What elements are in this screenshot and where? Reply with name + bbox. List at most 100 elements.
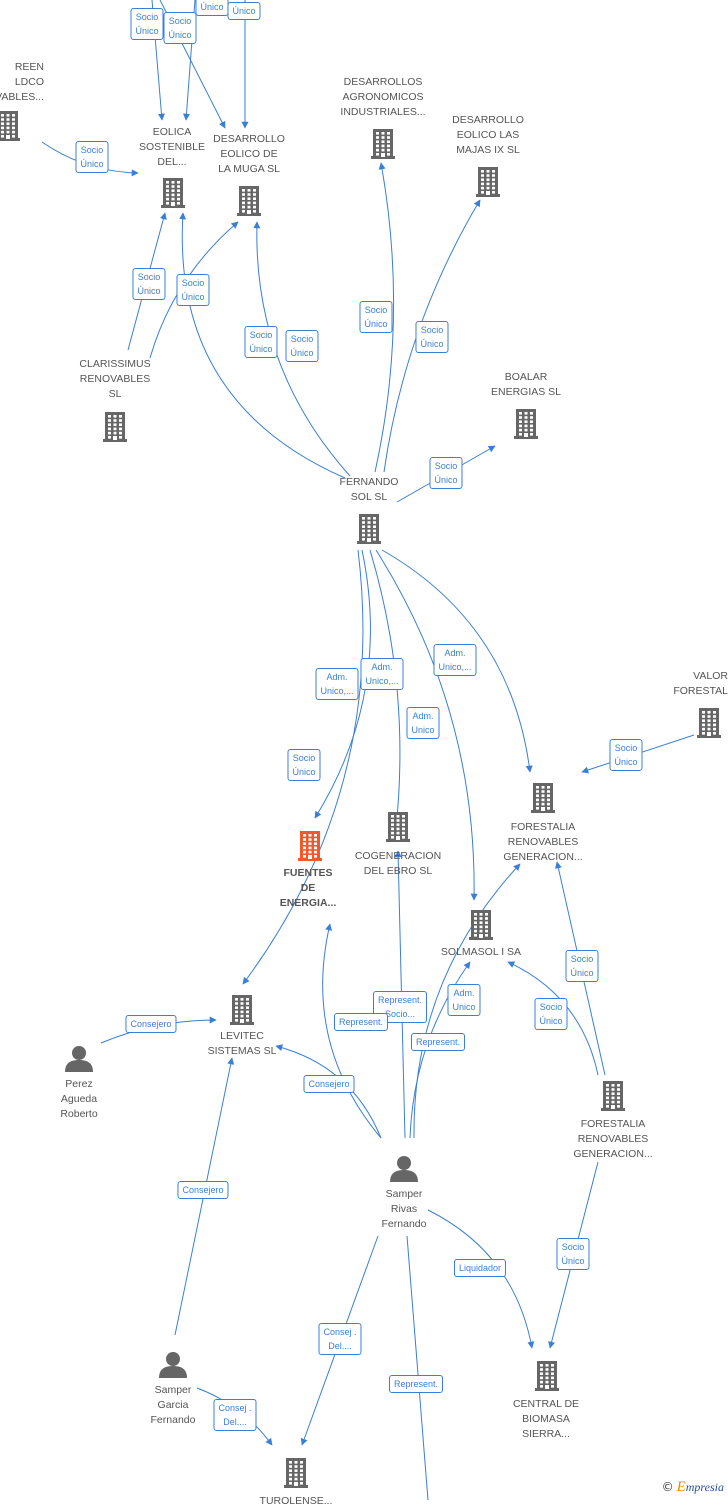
relation-label-socio-unico[interactable]: Socio Único [244,326,278,358]
node-label-samper_garcia[interactable]: Samper Garcia Fernando [118,1383,228,1428]
building-icon [386,812,410,842]
node-label-text: FERNANDO SOL SL [339,476,399,503]
company-node-fernando[interactable] [357,512,381,544]
person-node-perez[interactable] [64,1044,94,1072]
relation-label-adm-unico[interactable]: Adm. Unico [447,984,481,1016]
node-label-text: EOLICA SOSTENIBLE DEL... [139,126,205,168]
building-icon [469,910,493,940]
company-node-cogeneracion[interactable] [386,810,410,842]
node-label-muga[interactable]: DESARROLLO EOLICO DE LA MUGA SL [194,132,304,177]
relation-label-socio-unico[interactable]: Socio Único [609,739,643,771]
relation-label-socio-unico[interactable]: Socio Único [534,998,568,1030]
building-icon [161,178,185,208]
person-icon [65,1046,93,1072]
company-node-muga[interactable] [237,184,261,216]
relation-label-consejero[interactable]: Consejero [303,1075,355,1093]
company-node-forestalia1[interactable] [531,781,555,813]
relation-label-socio-unico[interactable]: Socio Único [176,274,210,306]
node-label-text: REEN LDCO VABLES... [0,61,44,103]
node-label-solmasol[interactable]: SOLMASOL I SA [426,945,536,960]
node-label-eolica[interactable]: EOLICA SOSTENIBLE DEL... [117,125,227,170]
relation-label-socio-unico[interactable]: Socio Único [429,457,463,489]
node-label-turolense[interactable]: TUROLENSE... [241,1494,351,1509]
building-icon [298,831,322,861]
relation-label-adm-unico-trunc[interactable]: Adm. Unico,... [433,644,477,676]
building-icon [531,783,555,813]
relation-edge [375,549,478,901]
company-node-forestalia2[interactable] [601,1079,625,1111]
node-label-text: DESARROLLOS AGRONOMICOS INDUSTRIALES... [340,76,426,118]
node-label-forestalia1[interactable]: FORESTALIA RENOVABLES GENERACION... [488,820,598,865]
company-node-green[interactable] [0,109,20,141]
edge-layer [41,0,695,1500]
relation-label-socio-unico[interactable]: Socio Único [163,12,197,44]
relation-label-consej-del[interactable]: Consej . Del.... [213,1399,257,1431]
relation-label-represent[interactable]: Represent. [333,1013,389,1031]
relation-label-represent[interactable]: Represent. [410,1033,466,1051]
relation-label-consej-del[interactable]: Consej . Del.... [318,1323,362,1355]
company-node-majas[interactable] [476,165,500,197]
person-node-samper_garcia[interactable] [158,1350,188,1378]
node-label-text: CLARISSIMUS RENOVABLES SL [79,358,151,400]
relation-label-socio-unico[interactable]: Socio Único [415,321,449,353]
relation-label-socio-unico[interactable]: Socio Único [285,330,319,362]
node-label-majas[interactable]: DESARROLLO EOLICO LAS MAJAS IX SL [433,113,543,158]
node-label-text: FORESTALIA RENOVABLES GENERACION... [503,821,583,863]
company-node-fuentes[interactable] [298,829,322,861]
company-node-turolense[interactable] [284,1456,308,1488]
company-node-biomasa[interactable] [535,1359,559,1391]
person-icon [159,1352,187,1378]
node-label-text: BOALAR ENERGIAS SL [490,371,562,398]
company-node-solmasol[interactable] [469,908,493,940]
relation-label-consejero[interactable]: Consejero [125,1015,177,1033]
node-label-valor[interactable]: VALOR FORESTAL [618,669,728,699]
relation-label-adm-unico-trunc[interactable]: Adm. Unico,... [360,658,404,690]
relation-edge [322,923,382,1139]
node-label-text: Samper Garcia Fernando [150,1384,196,1426]
building-icon [230,995,254,1025]
node-label-samper_rivas[interactable]: Samper Rivas Fernando [349,1187,459,1232]
relation-label-liquidador[interactable]: Liquidador [453,1259,507,1277]
relation-label-socio-unico[interactable]: Socio Único [359,301,393,333]
node-label-perez[interactable]: Perez Agueda Roberto [24,1077,134,1122]
relation-label-adm-unico[interactable]: Adm. Unico [406,707,440,739]
relation-edge [374,162,395,473]
person-node-samper_rivas[interactable] [389,1154,419,1182]
node-label-cogeneracion[interactable]: COGENERACION DEL EBRO SL [343,849,453,879]
relation-label-socio-unico[interactable]: Socio Único [132,268,166,300]
node-label-agronomicos[interactable]: DESARROLLOS AGRONOMICOS INDUSTRIALES... [328,75,438,120]
node-label-fernando[interactable]: FERNANDO SOL SL [314,475,424,505]
relation-label-socio-unico[interactable]: Socio Único [565,950,599,982]
company-node-eolica[interactable] [161,176,185,208]
node-label-boalar[interactable]: BOALAR ENERGIAS SL [471,370,581,400]
relation-label-socio-unico[interactable]: Socio Único [130,8,164,40]
relation-label-socio-unico[interactable]: Socio Único [556,1238,590,1270]
node-label-forestalia2[interactable]: FORESTALIA RENOVABLES GENERACION... [558,1117,668,1162]
company-node-levitec[interactable] [230,993,254,1025]
building-icon [535,1361,559,1391]
relation-label-socio-unico[interactable]: Socio Único [287,749,321,781]
person-icon [390,1156,418,1182]
brand-name: mpresia [685,1480,724,1494]
node-label-fuentes[interactable]: FUENTES DE ENERGIA... [253,866,363,911]
relation-label-socio-unico[interactable]: Socio Único [75,141,109,173]
node-label-clarissimus[interactable]: CLARISSIMUS RENOVABLES SL [60,357,170,402]
relation-label-represent[interactable]: Represent. [388,1375,444,1393]
node-label-text: FORESTALIA RENOVABLES GENERACION... [573,1118,653,1160]
relation-label-consejero[interactable]: Consejero [177,1181,229,1199]
node-label-text: COGENERACION DEL EBRO SL [354,850,442,877]
relation-label-adm-unico-trunc[interactable]: Adm. Unico,... [315,668,359,700]
company-node-clarissimus[interactable] [103,410,127,442]
node-label-biomasa[interactable]: CENTRAL DE BIOMASA SIERRA... [491,1397,601,1442]
building-icon [476,167,500,197]
node-label-green[interactable]: REEN LDCO VABLES... [0,60,44,105]
relation-edge [242,549,364,985]
relation-label-unico[interactable]: Único [195,0,229,16]
node-label-levitec[interactable]: LEVITEC SISTEMAS SL [187,1029,297,1059]
node-label-text: LEVITEC SISTEMAS SL [207,1030,277,1057]
company-node-agronomicos[interactable] [371,127,395,159]
relation-label-unico[interactable]: Único [227,2,261,20]
company-node-boalar[interactable] [514,407,538,439]
company-node-valor[interactable] [697,706,721,738]
building-icon [514,409,538,439]
